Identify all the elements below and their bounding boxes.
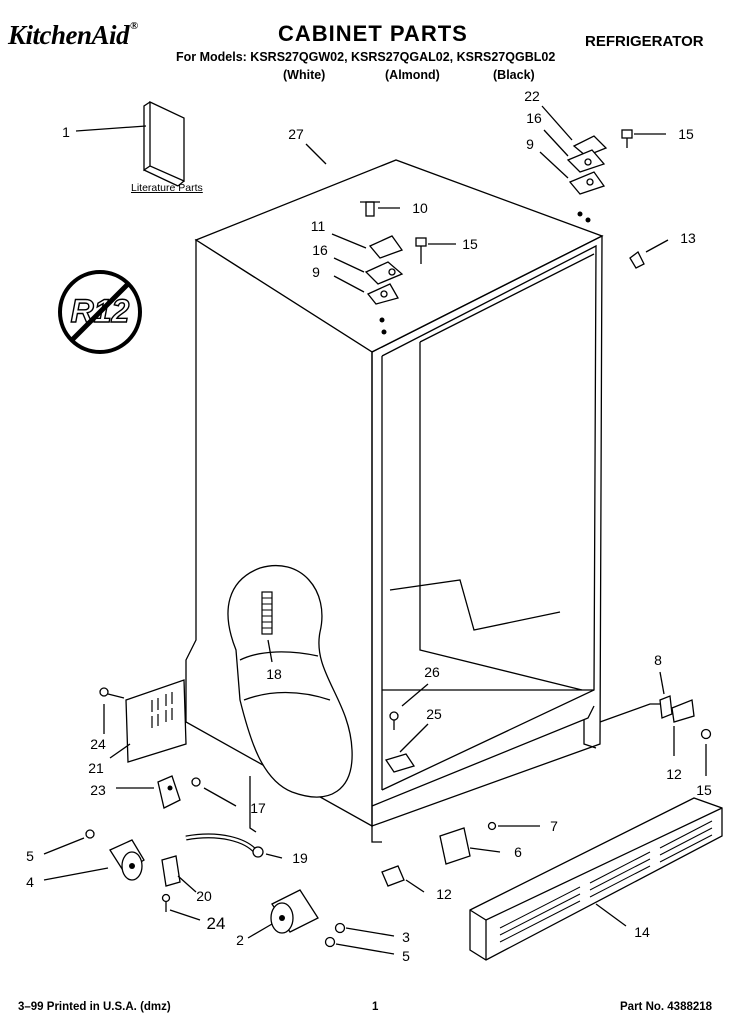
callout-15: 15 bbox=[462, 236, 478, 252]
right-hinge-assembly bbox=[566, 129, 645, 269]
callout-3: 3 bbox=[402, 929, 410, 945]
callout-21: 21 bbox=[88, 760, 104, 776]
literature-booklet-drawing bbox=[143, 100, 185, 187]
callout-6: 6 bbox=[514, 844, 522, 860]
callout-24-bottom: 24 bbox=[206, 914, 226, 933]
callout-25: 25 bbox=[426, 706, 442, 722]
callout-9-top: 9 bbox=[526, 136, 534, 152]
callout-10: 10 bbox=[412, 200, 428, 216]
print-info: 3–99 Printed in U.S.A. (dmz) bbox=[18, 1001, 171, 1013]
callout-12: 12 bbox=[666, 766, 682, 782]
page-number: 1 bbox=[372, 1001, 379, 1013]
rear-roller-drawing bbox=[270, 889, 346, 948]
callout-12-bottom: 12 bbox=[436, 886, 452, 902]
callout-18: 18 bbox=[266, 666, 282, 682]
toe-grille-bracket-drawing bbox=[381, 821, 497, 887]
callout-27: 27 bbox=[288, 126, 304, 142]
rear-bracket-drawing bbox=[99, 679, 187, 763]
toe-grille-drawing bbox=[469, 797, 723, 961]
callout-15-top: 15 bbox=[678, 126, 694, 142]
callout-9: 9 bbox=[312, 264, 320, 280]
callout-11: 11 bbox=[310, 218, 326, 234]
variant-black: (Black) bbox=[493, 68, 535, 82]
side-bracket-drawing bbox=[599, 695, 712, 740]
callout-4: 4 bbox=[26, 874, 34, 890]
callout-13: 13 bbox=[680, 230, 696, 246]
callout-8: 8 bbox=[654, 652, 662, 668]
cabinet-drawing bbox=[185, 159, 604, 843]
brand-logo: KitchenAid® bbox=[8, 20, 138, 51]
callout-14: 14 bbox=[634, 924, 650, 940]
leveler-bracket-drawing bbox=[157, 775, 201, 809]
callout-20: 20 bbox=[196, 888, 212, 904]
callout-15-side: 15 bbox=[696, 782, 712, 798]
brand-name: KitchenAid bbox=[8, 20, 130, 50]
callout-2: 2 bbox=[236, 932, 244, 948]
callout-16: 16 bbox=[312, 242, 328, 258]
callout-19: 19 bbox=[292, 850, 308, 866]
center-fastener-drawing bbox=[384, 711, 416, 773]
leader-lines bbox=[43, 105, 707, 955]
callout-16-top: 16 bbox=[526, 110, 542, 126]
page-title: CABINET PARTS bbox=[278, 21, 468, 46]
brand-registered-mark: ® bbox=[130, 20, 138, 32]
callout-5: 5 bbox=[26, 848, 34, 864]
callout-23: 23 bbox=[90, 782, 106, 798]
variant-almond: (Almond) bbox=[385, 68, 440, 82]
product-type: REFRIGERATOR bbox=[585, 33, 704, 50]
callout-24: 24 bbox=[90, 736, 106, 752]
no-r12-symbol: R12 bbox=[58, 270, 142, 354]
callout-26: 26 bbox=[424, 664, 440, 680]
model-numbers: For Models: KSRS27QGW02, KSRS27QGAL02, K… bbox=[176, 50, 556, 64]
front-roller-drawing bbox=[85, 829, 145, 881]
variant-white: (White) bbox=[283, 68, 326, 82]
drain-tube-drawing bbox=[161, 833, 264, 912]
svg-text:R12: R12 bbox=[71, 293, 130, 329]
literature-parts-label: Literature Parts bbox=[131, 182, 203, 194]
callout-7: 7 bbox=[550, 818, 558, 834]
center-hinge-assembly bbox=[360, 201, 427, 335]
callout-22: 22 bbox=[524, 88, 540, 104]
callout-5-bottom: 5 bbox=[402, 948, 410, 964]
callout-17: 17 bbox=[250, 800, 266, 816]
part-number: Part No. 4388218 bbox=[620, 1001, 713, 1013]
callout-1: 1 bbox=[62, 124, 70, 140]
